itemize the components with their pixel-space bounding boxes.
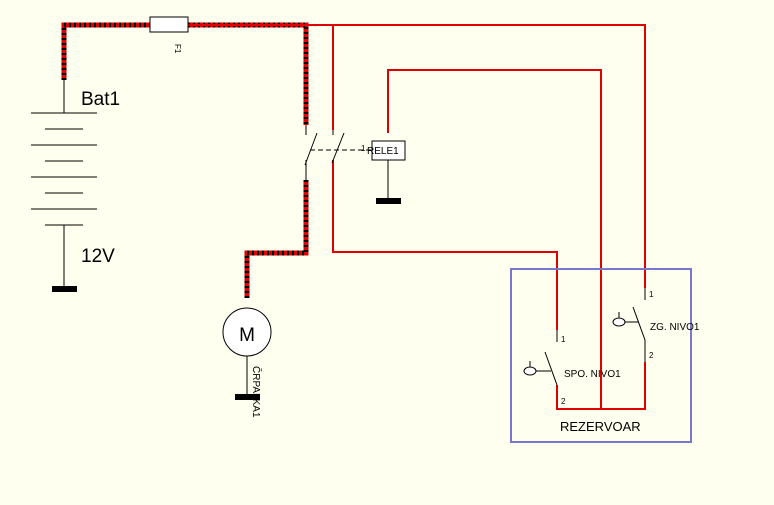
motor-symbol: M: [239, 325, 255, 346]
ground-symbol: [376, 198, 401, 204]
battery-name: Bat1: [81, 89, 120, 110]
switch-pin1: 1: [561, 335, 566, 344]
ground-symbol: [235, 394, 260, 400]
fuse-label: F1: [173, 44, 182, 54]
battery-bat1[interactable]: Bat1 12V: [31, 80, 120, 292]
switch-pin1: 1: [649, 290, 654, 299]
relay-pin-label: 1: [361, 144, 366, 153]
control-wiring: [188, 24, 646, 410]
ground-symbol: [52, 286, 77, 292]
motor-crpalka1[interactable]: M ČRPALKA1: [222, 307, 272, 418]
switch-pin2: 2: [561, 397, 566, 406]
battery-voltage: 12V: [81, 246, 115, 267]
switch-name: SPO. NIVO1: [564, 369, 621, 380]
float-switch-zg-nivo1[interactable]: 1 2 ZG. NIVO1: [612, 288, 700, 362]
switch-pin2: 2: [649, 351, 654, 360]
float-switch-spo-nivo1[interactable]: 1 2 SPO. NIVO1: [523, 330, 621, 406]
fuse-f1[interactable]: F1: [149, 16, 189, 54]
relay-switch-contacts[interactable]: [304, 125, 375, 180]
switch-name: ZG. NIVO1: [650, 322, 700, 333]
relay-coil-rele1[interactable]: 1 RELE1: [361, 140, 406, 204]
tank-rezervoar[interactable]: REZERVOAR: [510, 268, 692, 443]
tank-name: REZERVOAR: [560, 419, 641, 434]
motor-name: ČRPALKA1: [250, 366, 263, 418]
relay-name: RELE1: [367, 146, 399, 157]
